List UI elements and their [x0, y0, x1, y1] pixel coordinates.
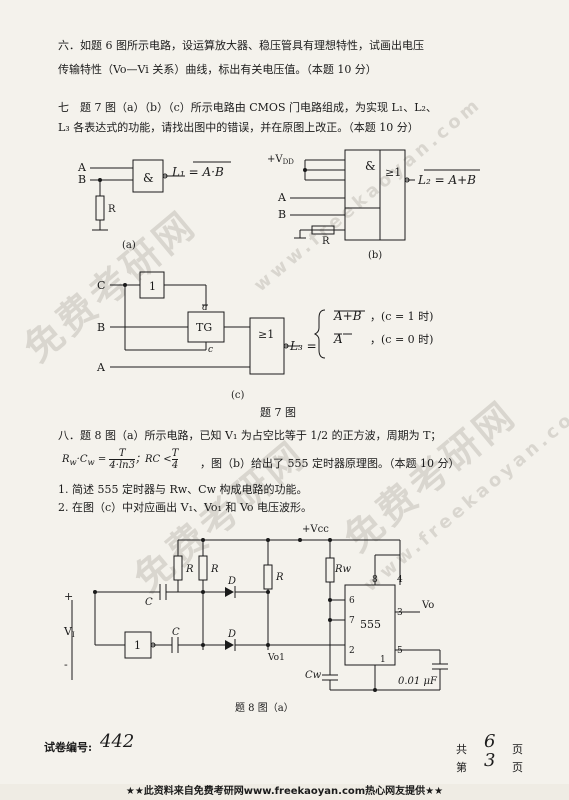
formula-mid: ·C — [76, 454, 88, 465]
formula-den: 4·ln3 — [109, 460, 135, 471]
fig8-plus: + — [64, 590, 73, 603]
fig8-pin3: 3 — [397, 608, 403, 618]
fig8-r2: R — [210, 564, 219, 575]
fig-a-in-b: B — [78, 173, 86, 186]
q8-line2: ，图（b）给出了 555 定时器原理图。（本题 10 分） — [200, 457, 460, 470]
formula-lhs: R — [62, 454, 70, 465]
fig-c-case2-cond: ，(c = 0 时) — [370, 333, 433, 346]
fig-c-case1-cond: ，(c = 1 时) — [370, 310, 433, 323]
fig-c-cbar: c — [202, 303, 207, 313]
fig8-not: 1 — [134, 639, 141, 652]
fig-a-output: L₁ = A·B — [171, 165, 224, 179]
fig-c-out-label: L₃ = — [289, 339, 317, 353]
total-value: 6 — [484, 731, 496, 752]
fig8-pin7: 7 — [349, 616, 355, 626]
inverter-bubble — [404, 177, 410, 183]
q7-line2: L₃ 各表达式的功能，请找出图中的错误，并在原图上改正。（本题 10 分） — [58, 121, 419, 134]
fig8-title: 题 8 图（a） — [235, 702, 294, 714]
fig8-r3: R — [275, 572, 284, 583]
fig-c-case2-expr: A — [333, 332, 343, 346]
fig8-pin4: 4 — [397, 575, 403, 585]
fig-b-gate-and: & — [365, 159, 376, 173]
formula-num: T — [109, 448, 135, 460]
fig-c-not: 1 — [149, 280, 156, 293]
inverter-bubble — [283, 343, 289, 349]
fig8-vo: Vo — [421, 600, 434, 611]
fig8-vi: VI — [63, 625, 75, 639]
fig-c-or: ≥1 — [258, 328, 274, 341]
fig-b-in-b: B — [278, 208, 286, 221]
fig8-d2: D — [227, 629, 236, 640]
fig8-c2: C — [172, 627, 180, 638]
fig-c-in-b: B — [97, 321, 105, 334]
fig8-pin1: 1 — [380, 655, 386, 665]
q8-item2: 2. 在图（c）中对应画出 V₁、Vo₁ 和 Vo 电压波形。 — [58, 501, 313, 514]
q7-line1: 七 题 7 图（a）（b）（c）所示电路由 CMOS 门电路组成，为实现 L₁、… — [58, 101, 437, 114]
fig8-vo1: Vo1 — [267, 653, 285, 663]
formula-rc: ；RC < — [134, 454, 172, 465]
formula-eq: = — [94, 454, 110, 465]
page-label: 第 — [456, 761, 467, 774]
inverter-bubble — [150, 642, 156, 648]
fig-c-c: c — [208, 345, 213, 355]
q8-line1: 八．题 8 图（a）所示电路，已知 V₁ 为占空比等于 1/2 的正方波，周期为… — [58, 429, 442, 442]
serial-label: 试卷编号: — [44, 741, 93, 754]
inverter-bubble — [162, 173, 168, 179]
fig8-cw: Cw — [305, 670, 322, 681]
total-unit: 页 — [512, 743, 523, 756]
fig-c-caption: (c) — [231, 390, 245, 401]
q6-line2: 传输特性（Vo—Vi 关系）曲线，标出有关电压值。（本题 10 分） — [58, 63, 377, 76]
fig8-c1: C — [145, 597, 153, 608]
fig8-pin5: 5 — [397, 646, 403, 656]
fig-a-in-a: A — [77, 161, 87, 174]
fig8-chip: 555 — [360, 618, 381, 631]
page-value: 3 — [484, 750, 496, 771]
formula-num2: T — [171, 448, 179, 460]
fig8-vcc: +Vcc — [302, 524, 329, 535]
fig8-cap: 0.01 μF — [398, 676, 438, 687]
fig8-rw: Rw — [334, 564, 352, 575]
q8-item1: 1. 简述 555 定时器与 Rw、Cw 构成电路的功能。 — [58, 483, 308, 496]
page-unit: 页 — [512, 761, 523, 774]
formula-den2: 4 — [171, 460, 179, 471]
fig-b-res: R — [322, 236, 330, 247]
fig8-r1: R — [185, 564, 194, 575]
fig-b-in-a: A — [277, 191, 287, 204]
fig-b-output: L₂ = A+B — [417, 173, 476, 187]
fig8-d1: D — [227, 576, 236, 587]
footer-banner: ★★此资料来自免费考研网www.freekaoyan.com热心网友提供★★ — [0, 784, 569, 800]
fig-a-res: R — [108, 204, 116, 215]
formula-mid-sub: w — [87, 457, 95, 467]
q6-line1: 六．如题 6 图所示电路，设运算放大器、稳压管具有理想特性，试画出电压 — [58, 39, 424, 52]
fig-b-vdd: +VDD — [267, 154, 294, 166]
fig8-minus: - — [64, 658, 68, 671]
fig7-title: 题 7 图 — [260, 406, 296, 419]
formula-lhs-sub: w — [69, 457, 77, 467]
fig-c-tg: TG — [196, 321, 212, 334]
fig-c-in-c: C — [97, 279, 105, 292]
fig8-pin2: 2 — [349, 646, 355, 656]
fig8-pin6: 6 — [349, 596, 355, 606]
fig-b-gate-or: ≥1 — [385, 166, 401, 179]
serial-value: 442 — [100, 731, 135, 752]
total-label: 共 — [456, 743, 467, 756]
fig-a-caption: (a) — [122, 240, 136, 251]
fig-c-case1-expr: A+B — [333, 309, 362, 323]
fig-c-in-a: A — [96, 361, 106, 374]
fig8-pin8: 8 — [372, 575, 378, 585]
fig-a-gate: & — [143, 171, 154, 185]
fig-b-caption: (b) — [368, 250, 382, 261]
